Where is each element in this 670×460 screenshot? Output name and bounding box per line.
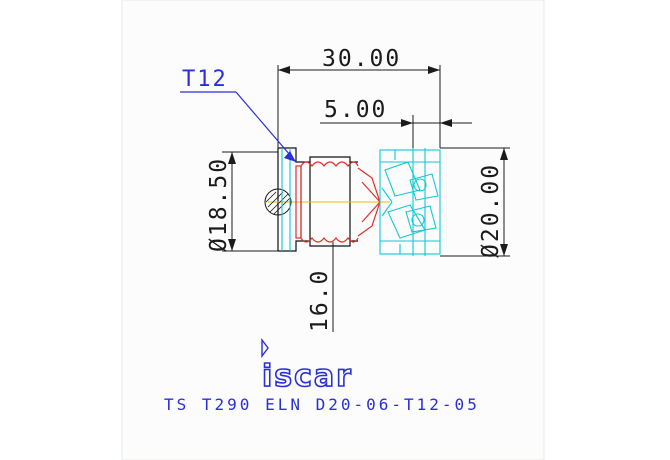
part-title: TS T290 ELN D20-06-T12-05 — [164, 395, 480, 414]
dimension-shank-length: 16.0 — [307, 242, 334, 332]
thread-label: T12 — [182, 67, 228, 92]
brand-logo: iscar — [261, 337, 353, 395]
shank-length-text: 16.0 — [307, 269, 333, 332]
dimension-insert-length: 5.00 — [320, 97, 472, 148]
thread-callout: T12 — [180, 67, 297, 163]
dimension-head-diameter: Ø20.00 — [440, 147, 510, 258]
body-diameter-text: Ø18.50 — [206, 157, 232, 252]
drawing-sheet — [121, 0, 545, 460]
dimension-body-diameter: Ø18.50 — [206, 151, 278, 252]
dimension-overall-length: 30.00 — [277, 46, 441, 148]
insert-length-text: 5.00 — [324, 97, 387, 123]
logo-text: iscar — [262, 359, 353, 394]
insert-head — [281, 148, 441, 256]
head-diameter-text: Ø20.00 — [478, 163, 504, 258]
tool-body — [264, 147, 390, 252]
overall-length-text: 30.00 — [322, 46, 401, 72]
